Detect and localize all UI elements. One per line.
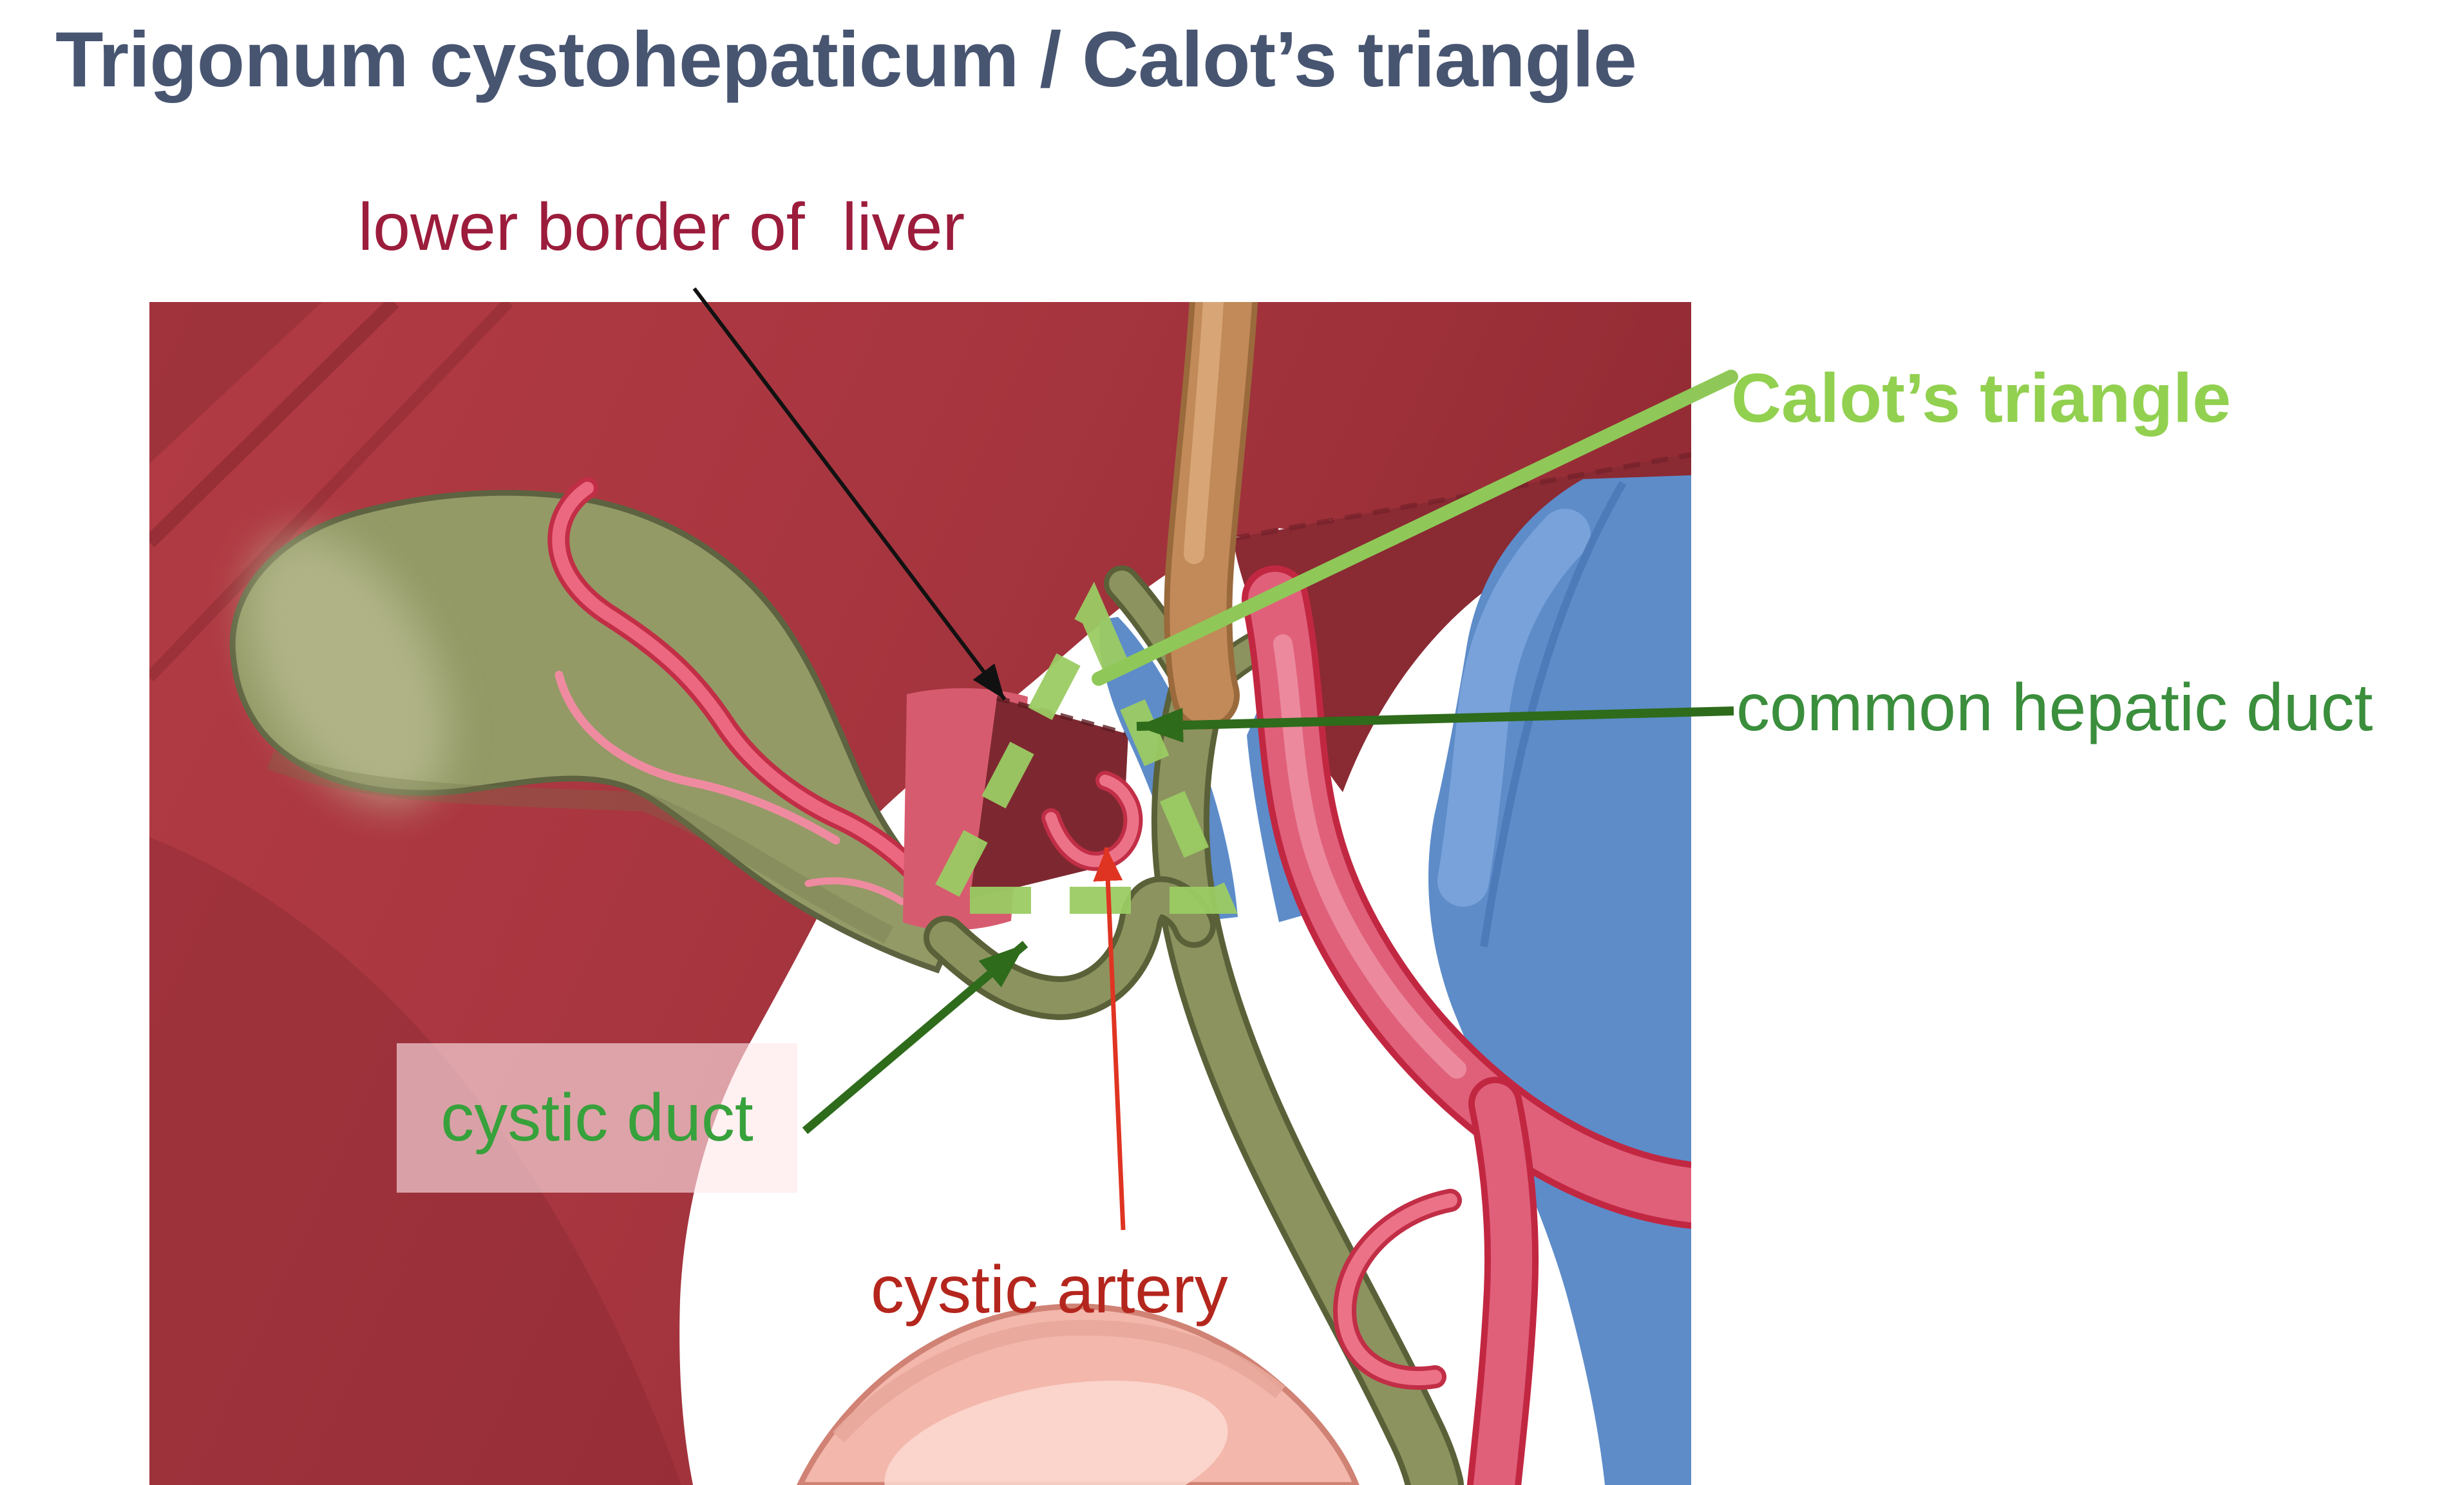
gastroduodenal-artery — [1474, 1083, 1532, 1485]
label-calots-triangle: Calot’s triangle — [1731, 359, 2232, 437]
cystic-artery-twig — [804, 877, 905, 905]
gallbladder-lower-shade — [267, 751, 893, 944]
label-cystic-duct-box: cystic duct — [397, 1043, 797, 1193]
ligamentum-teres — [1164, 302, 1258, 730]
label-lower-border-of-liver: lower border of liver — [358, 190, 965, 265]
label-common-hepatic-duct: common hepatic duct — [1736, 670, 2373, 745]
liver-fissure-line — [149, 302, 399, 547]
page-title: Trigonum cystohepaticum / Calot’s triang… — [55, 15, 1637, 103]
cystic-artery-on-gallbladder — [552, 482, 954, 920]
duodenum — [796, 1303, 1360, 1485]
liver-lobe-shadow — [149, 302, 322, 464]
label-cystic-duct: cystic duct — [441, 1080, 753, 1155]
gallbladder-highlight — [246, 533, 450, 807]
label-cystic-artery: cystic artery — [871, 1253, 1228, 1327]
cystic-artery-origin-loop — [1337, 1193, 1457, 1386]
liver-fissure-line — [149, 302, 513, 682]
cystic-artery-branch — [554, 670, 840, 845]
duodenum-highlight — [884, 1380, 1228, 1485]
duodenum-rim — [833, 1319, 1285, 1443]
